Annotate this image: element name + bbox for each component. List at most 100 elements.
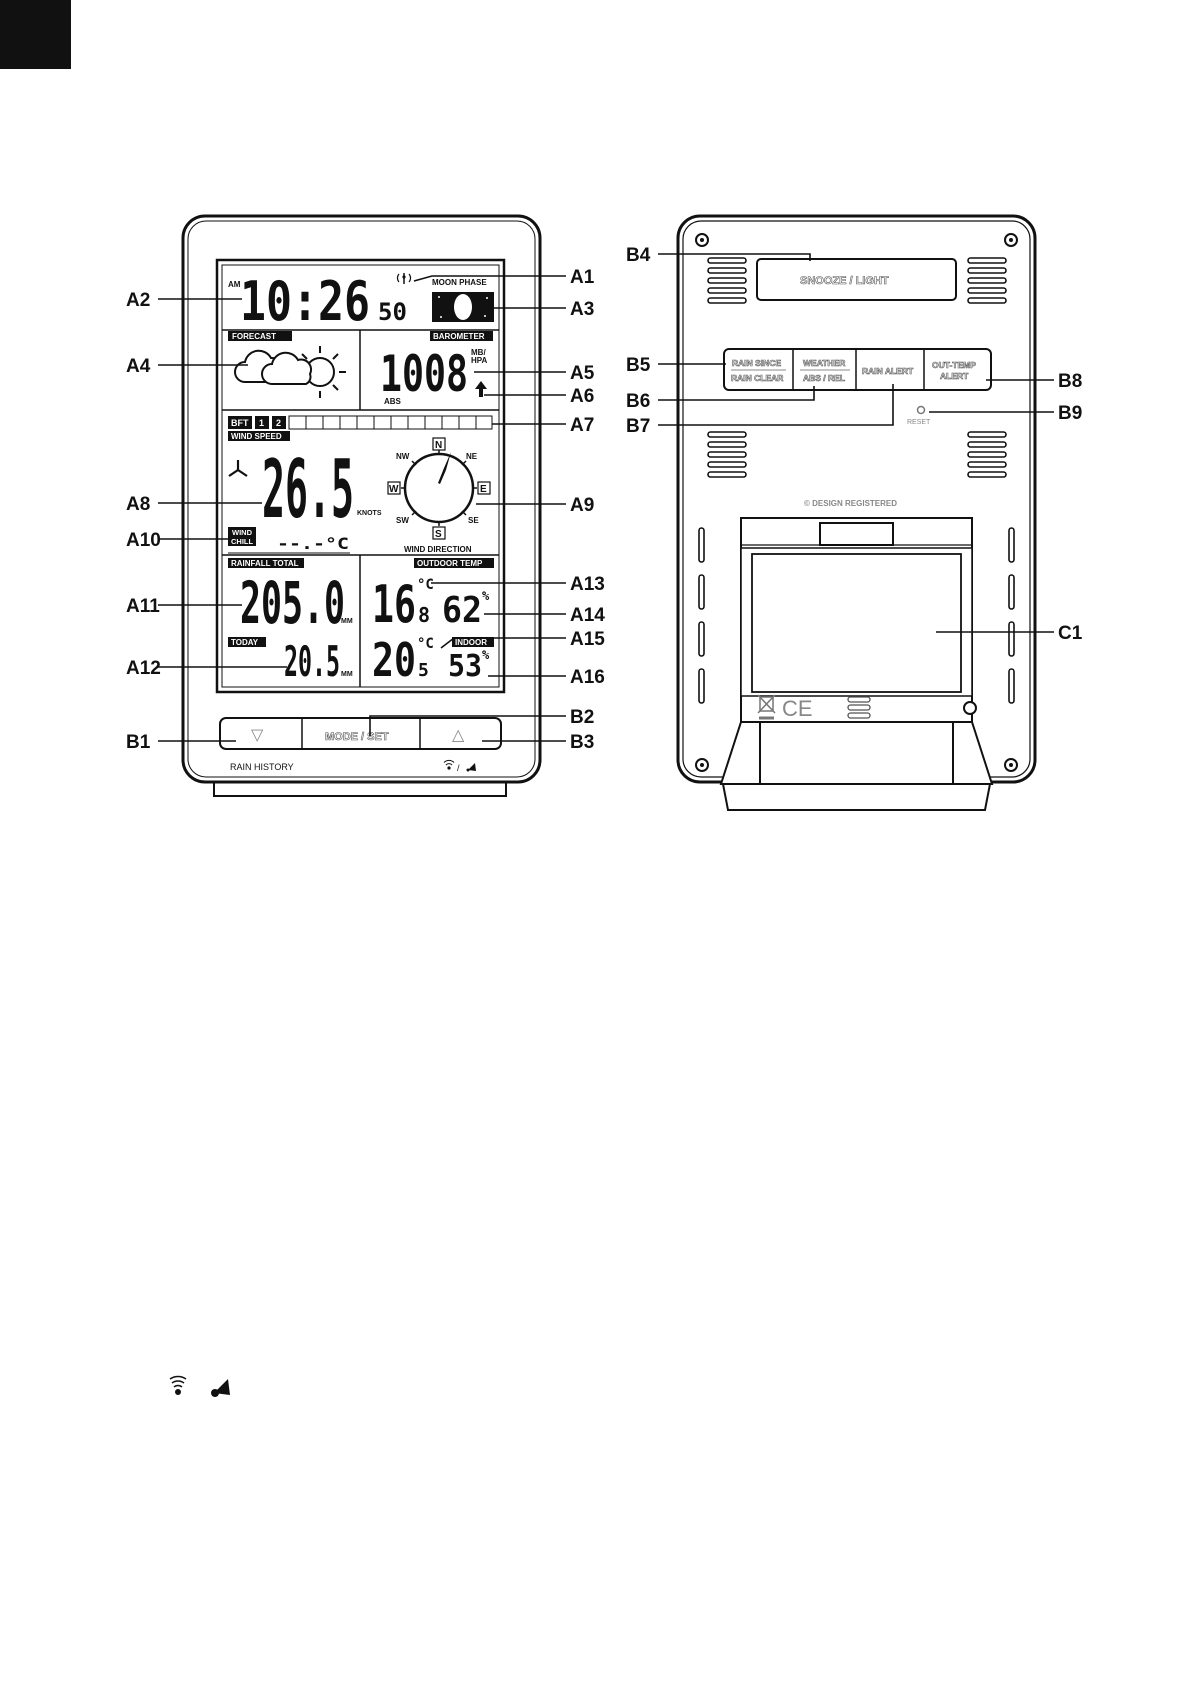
- front-housing-inner: [187, 220, 536, 778]
- rain-since-button[interactable]: RAIN SINCE RAIN CLEAR: [731, 358, 786, 383]
- out-temp-alert-button[interactable]: OUT-TEMP ALERT: [932, 360, 977, 382]
- callout-a2: A2: [126, 290, 150, 311]
- up-button[interactable]: △: [452, 727, 465, 744]
- rain-clear-label: RAIN CLEAR: [731, 373, 783, 383]
- weather-button[interactable]: WEATHER ABS / REL: [800, 358, 850, 383]
- stand-foot: [719, 721, 994, 811]
- clock-time: 10:26: [240, 270, 370, 333]
- callout-b5: B5: [626, 355, 651, 376]
- signal-icon: [169, 1375, 187, 1395]
- back-unit: SNOOZE / LIGHT RAIN SINCE RAIN CLEAR WEA…: [676, 214, 1037, 811]
- indoor-humidity-value: 53: [448, 649, 482, 684]
- bell-icon: [211, 1379, 230, 1397]
- indoor-label-bg: [452, 637, 494, 647]
- callout-a11: A11: [126, 596, 160, 617]
- legend-icons: [169, 1375, 230, 1397]
- wind-direction-label: WIND DIRECTION: [404, 545, 472, 554]
- pressure-value: 1008: [380, 345, 468, 403]
- callout-a7: A7: [570, 415, 594, 436]
- indoor-humidity-unit: %: [482, 648, 490, 662]
- snooze-light-button[interactable]: [756, 258, 957, 301]
- compass-n: N: [435, 440, 442, 451]
- callout-b1: B1: [126, 732, 151, 753]
- abs-rel-label: ABS / REL: [803, 373, 845, 383]
- sun-icon: [294, 346, 346, 398]
- rainfall-total-label-bg: [228, 558, 304, 568]
- callout-a3: A3: [570, 299, 594, 320]
- indoor-label: INDOOR: [455, 638, 487, 647]
- wall-mount-hole: [963, 701, 977, 715]
- rain-alert-button[interactable]: RAIN ALERT: [862, 366, 915, 377]
- outdoor-temp-value: 16: [372, 575, 416, 635]
- front-button-bar: [219, 717, 502, 750]
- callout-a13: A13: [570, 574, 605, 595]
- wind-direction-pointer: [438, 452, 451, 484]
- antenna-icon: [396, 273, 412, 284]
- bft-1: 1: [259, 418, 264, 428]
- arrow-up-icon: [475, 381, 487, 397]
- clock-seconds: 50: [378, 298, 407, 326]
- out-temp-label: OUT-TEMP: [932, 360, 976, 370]
- compass-ne: NE: [466, 452, 478, 461]
- rainfall-total-unit: MM: [341, 618, 353, 625]
- callout-a4: A4: [126, 356, 151, 377]
- callout-b3: B3: [570, 732, 594, 753]
- callout-b9: B9: [1058, 403, 1082, 424]
- callout-a5: A5: [570, 363, 595, 384]
- bft-2-bg: [272, 416, 286, 429]
- wind-speed-label: WIND SPEED: [231, 432, 282, 441]
- knots-label: KNOTS: [357, 510, 382, 517]
- barometer-label: BAROMETER: [433, 332, 485, 341]
- signal-alarm-separator: /: [457, 763, 460, 773]
- speaker-icon: [847, 696, 871, 719]
- corner-tab-marker: [0, 0, 71, 69]
- today-label: TODAY: [231, 638, 259, 647]
- callout-b8: B8: [1058, 371, 1082, 392]
- alert-label: ALERT: [940, 371, 969, 381]
- rain-history-label: RAIN HISTORY: [230, 762, 294, 772]
- wind-speed-label-bg: [228, 431, 290, 441]
- callout-a12: A12: [126, 658, 161, 679]
- pressure-unit-bottom: HPA: [471, 356, 488, 365]
- am-indicator: AM: [228, 280, 241, 289]
- compass-e: E: [480, 484, 487, 495]
- abs-label: ABS: [384, 397, 402, 406]
- wind-compass: N E S W NE NW SE SW: [387, 437, 491, 540]
- cloud-icon: [234, 349, 313, 385]
- rain-since-label: RAIN SINCE: [732, 358, 781, 368]
- compass-nw: NW: [396, 452, 410, 461]
- indoor-temp-unit: °C: [417, 636, 434, 652]
- callout-a10: A10: [126, 530, 161, 551]
- outdoor-humidity-unit: %: [482, 589, 490, 603]
- rainfall-today-value: 20.5: [284, 637, 340, 686]
- reset-button[interactable]: [916, 405, 926, 415]
- today-label-bg: [228, 637, 266, 647]
- callout-b2: B2: [570, 707, 594, 728]
- front-unit: AM 10:26 50 MOON PHASE FORECAST: [181, 214, 542, 797]
- callout-a6: A6: [570, 386, 594, 407]
- lcd-screen: AM 10:26 50 MOON PHASE FORECAST: [215, 258, 506, 694]
- bft-label: BFT: [231, 418, 249, 428]
- wind-chill-value: --.-°C: [277, 534, 349, 553]
- callout-a8: A8: [126, 494, 150, 515]
- stand-latch[interactable]: [819, 522, 894, 546]
- compass-sw: SW: [396, 516, 409, 525]
- bft-label-bg: [228, 416, 252, 429]
- outdoor-temp-label: OUTDOOR TEMP: [417, 559, 483, 568]
- weather-label: WEATHER: [803, 358, 845, 368]
- compass-w: W: [389, 484, 399, 495]
- indoor-temp-value: 20: [372, 633, 416, 687]
- battery-door[interactable]: [751, 553, 962, 693]
- snooze-light-label: SNOOZE / LIGHT: [800, 275, 889, 287]
- bft-1-bg: [255, 416, 269, 429]
- down-button[interactable]: ▽: [251, 727, 264, 744]
- callout-c1: C1: [1058, 623, 1083, 644]
- outdoor-temp-decimal: 8: [418, 603, 430, 627]
- rainfall-total-label: RAINFALL TOTAL: [231, 559, 299, 568]
- bft-scale: [288, 415, 493, 430]
- mode-set-button[interactable]: MODE / SET: [325, 731, 389, 744]
- vent-slots: [698, 257, 1015, 704]
- indoor-temp-decimal: 5: [418, 660, 429, 681]
- wind-chill-line1: WIND: [232, 528, 253, 537]
